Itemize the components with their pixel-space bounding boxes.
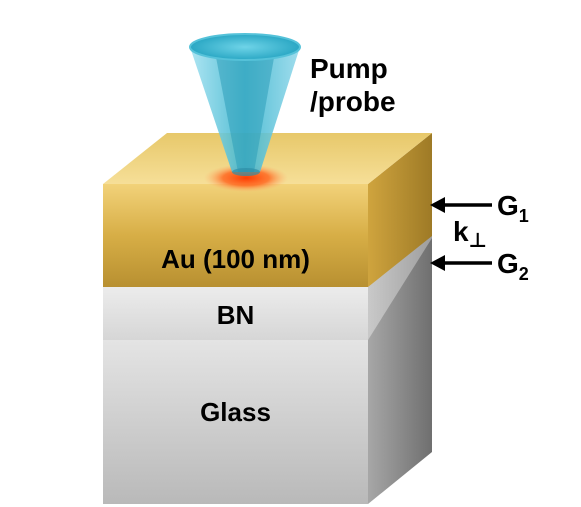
glass-layer-label: Glass <box>200 397 271 427</box>
beam-label-line1: Pump <box>310 53 388 84</box>
k-perp-label: k⊥ <box>453 216 487 252</box>
pump-probe-beam-core <box>215 52 275 172</box>
gold-top-face <box>103 133 432 184</box>
laser-spot <box>204 164 288 192</box>
g2-arrow <box>430 255 492 271</box>
beam-tip <box>232 168 260 176</box>
g2-subscript: 2 <box>519 264 529 284</box>
g2-base: G <box>497 248 519 279</box>
glass-front-face <box>103 340 368 504</box>
g2-label: G2 <box>497 248 529 284</box>
k-base: k <box>453 216 469 247</box>
g1-subscript: 1 <box>519 206 529 226</box>
g1-base: G <box>497 190 519 221</box>
bn-front-face <box>103 287 368 340</box>
bn-layer-label: BN <box>217 300 255 330</box>
gold-side-face <box>368 133 432 287</box>
g1-label: G1 <box>497 190 529 226</box>
beam-top-ellipse <box>189 33 301 61</box>
gold-front-face <box>103 184 368 287</box>
k-subscript: ⊥ <box>469 230 487 252</box>
g1-arrow <box>430 197 492 213</box>
gold-layer-label: Au (100 nm) <box>161 244 310 274</box>
beam-label-line2: /probe <box>310 86 396 117</box>
